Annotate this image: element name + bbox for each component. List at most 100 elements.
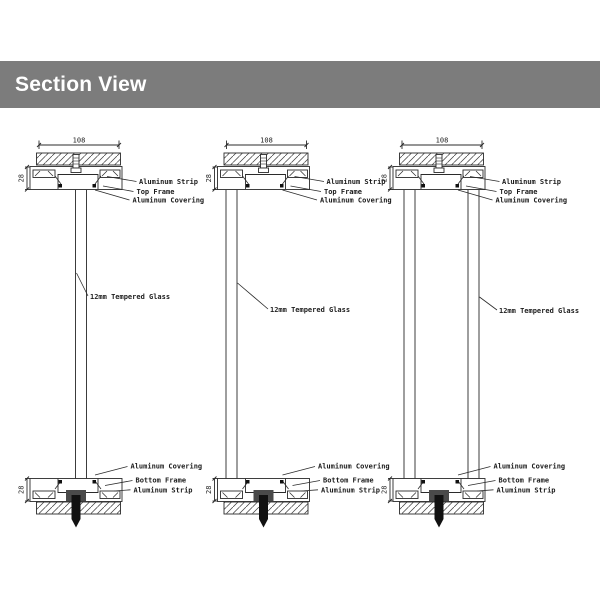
- height-dim-value: 28: [381, 486, 389, 494]
- glass-callout: 12mm Tempered Glass: [237, 282, 350, 314]
- height-dimension-top: 28: [381, 164, 393, 192]
- frame-chamber: [220, 490, 243, 499]
- dim-tick: [212, 187, 217, 192]
- label-aluminum-covering: Aluminum Covering: [496, 197, 568, 205]
- chamber-hatch-tick: [289, 492, 295, 498]
- glass-channel: [57, 174, 99, 189]
- glass-callout: 12mm Tempered Glass: [76, 272, 170, 301]
- leader-line: [94, 189, 130, 201]
- height-dimension-top: 28: [18, 164, 30, 192]
- height-dim-value: 28: [18, 174, 26, 182]
- chamber-hatch-tick: [112, 170, 119, 177]
- bolt-head: [258, 167, 269, 173]
- dim-tick: [224, 142, 229, 148]
- dim-tick: [387, 476, 393, 481]
- chamber-hatch-tick: [101, 170, 108, 177]
- dim-tick: [399, 142, 405, 148]
- frame-chamber: [395, 490, 419, 499]
- label-aluminum-covering: Aluminum Covering: [133, 197, 205, 205]
- frame-chamber: [99, 169, 121, 178]
- label-bottom-frame: Bottom Frame: [499, 477, 550, 485]
- bolt-head: [70, 167, 82, 173]
- leader-line: [479, 296, 498, 311]
- leader-line: [457, 466, 491, 476]
- label-aluminum-strip: Aluminum Strip: [139, 178, 198, 186]
- anchor-tip: [434, 519, 444, 528]
- label-12mm-tempered-glass: 12mm Tempered Glass: [90, 293, 170, 301]
- frame-chamber: [287, 490, 308, 499]
- dim-tick: [387, 187, 393, 192]
- height-dim-value: 28: [205, 486, 213, 494]
- label-aluminum-strip: Aluminum Strip: [497, 486, 556, 494]
- gasket: [246, 480, 250, 484]
- anchor-tip: [71, 519, 81, 528]
- top-bolt: [258, 154, 269, 173]
- frame-chamber: [99, 490, 121, 499]
- anchor-tip: [259, 519, 268, 528]
- height-dim-value: 28: [18, 486, 26, 494]
- leader-line: [457, 189, 493, 201]
- anchor-shaft: [434, 495, 444, 519]
- anchor-bolt: [259, 495, 268, 528]
- leader-line: [94, 466, 128, 476]
- leader-line: [104, 480, 133, 486]
- dim-tick: [24, 187, 30, 192]
- frame-chamber: [287, 169, 308, 178]
- gasket: [246, 184, 250, 188]
- gasket: [455, 480, 459, 484]
- label-aluminum-strip: Aluminum Strip: [327, 178, 386, 186]
- top-frame: [217, 166, 310, 190]
- dim-tick: [387, 498, 393, 504]
- leader-line: [106, 176, 137, 182]
- top-bolt: [433, 154, 445, 173]
- chamber-hatch-tick: [47, 170, 54, 177]
- chamber-hatch-tick: [410, 492, 417, 498]
- dim-tick: [212, 476, 217, 481]
- gasket: [280, 480, 284, 484]
- bolt-head: [433, 167, 445, 173]
- label-aluminum-covering: Aluminum Covering: [131, 463, 203, 471]
- dim-tick: [387, 164, 393, 170]
- dim-tick: [116, 142, 122, 148]
- chamber-hatch-tick: [410, 170, 417, 177]
- leader-line: [237, 282, 269, 310]
- chamber-hatch-tick: [222, 492, 228, 498]
- height-dim-value: 28: [205, 174, 213, 182]
- label-aluminum-strip: Aluminum Strip: [502, 178, 561, 186]
- gasket: [421, 184, 425, 188]
- covering-clip-line: [94, 175, 102, 185]
- leader-line: [76, 272, 89, 297]
- dim-tick: [24, 164, 30, 170]
- height-dimension-top: 28: [205, 164, 218, 192]
- chamber-hatch-tick: [47, 492, 54, 498]
- chamber-hatch-tick: [101, 492, 108, 498]
- frame-chamber: [395, 169, 419, 178]
- gasket: [421, 480, 425, 484]
- width-dimension: 108: [399, 137, 485, 149]
- frame-chamber: [462, 490, 484, 499]
- label-bottom-frame: Bottom Frame: [323, 477, 374, 485]
- covering-clip-line: [457, 175, 465, 185]
- dim-tick: [479, 142, 485, 148]
- covering-clip-line: [242, 175, 249, 185]
- dim-tick: [24, 476, 30, 481]
- top-frame: [392, 166, 486, 190]
- chamber-hatch-tick: [34, 170, 41, 177]
- chamber-hatch-tick: [289, 170, 295, 177]
- leader-line: [282, 466, 316, 476]
- dim-tick: [304, 142, 309, 148]
- anchor-shaft: [259, 495, 268, 519]
- leader-line: [102, 185, 134, 192]
- anchor-bolt: [71, 495, 81, 528]
- label-top-frame: Top Frame: [137, 188, 175, 196]
- chamber-hatch-tick: [475, 170, 482, 177]
- glass-channel: [245, 174, 286, 189]
- glass-callout: 12mm Tempered Glass: [479, 296, 579, 315]
- leader-line: [113, 489, 131, 492]
- label-bottom-frame: Bottom Frame: [136, 477, 187, 485]
- leader-line: [469, 176, 500, 182]
